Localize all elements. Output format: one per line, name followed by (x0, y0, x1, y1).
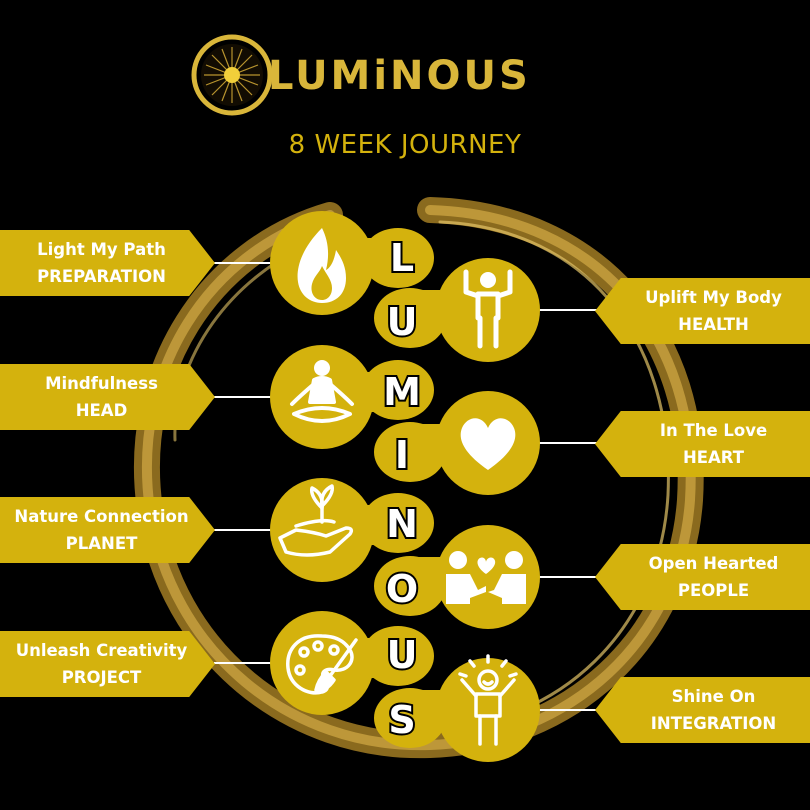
step-label-2: Uplift My Body HEALTH (595, 278, 810, 344)
word-letter: O (386, 567, 418, 611)
step-theme: INTEGRATION (650, 714, 777, 733)
strong-person-icon (463, 269, 513, 349)
blob-step-8 (374, 658, 540, 762)
step-title: Open Hearted (648, 554, 779, 573)
word-letter: N (386, 502, 418, 546)
step-theme: PEOPLE (677, 581, 750, 600)
step-label-8: Shine On INTEGRATION (595, 677, 810, 743)
step-theme: PLANET (65, 534, 138, 553)
blob-step-5 (270, 478, 434, 582)
step-title: Shine On (671, 687, 756, 706)
word-letter: I (395, 433, 409, 477)
palette-icon (286, 634, 358, 695)
step-theme: HEART (682, 448, 745, 467)
word-letter: M (383, 370, 421, 414)
step-label-3: Mindfulness HEAD (0, 364, 215, 430)
step-theme: PREPARATION (37, 267, 166, 286)
blob-step-2 (374, 258, 540, 362)
step-label-6: Open Hearted PEOPLE (595, 544, 810, 610)
word-letter: S (388, 698, 415, 742)
page-subtitle: 8 WEEK JOURNEY (288, 130, 522, 160)
step-title: Nature Connection (14, 507, 189, 526)
blob-step-7 (270, 611, 434, 715)
word-letter: U (387, 633, 418, 677)
step-title: Mindfulness (45, 374, 158, 393)
step-label-7: Unleash Creativity PROJECT (0, 631, 215, 697)
step-title: Light My Path (37, 240, 166, 259)
step-theme: HEAD (75, 401, 128, 420)
step-title: In The Love (659, 421, 768, 440)
celebrating-person-icon (458, 654, 518, 746)
word-letter: L (390, 236, 414, 280)
heart-icon (460, 418, 516, 470)
step-theme: PROJECT (61, 668, 142, 687)
flame-icon (297, 228, 346, 303)
step-title: Unleash Creativity (15, 641, 188, 660)
two-people-heart-icon (446, 551, 526, 604)
icons (278, 228, 526, 746)
word-letter: U (387, 300, 418, 344)
connector-lines (214, 262, 600, 711)
meditation-icon (290, 360, 354, 423)
step-label-4: In The Love HEART (595, 411, 810, 477)
plant-in-hand-icon (278, 484, 354, 557)
step-label-5: Nature Connection PLANET (0, 497, 215, 563)
step-label-1: Light My Path PREPARATION (0, 230, 215, 296)
step-theme: HEALTH (678, 315, 749, 334)
step-title: Uplift My Body (645, 288, 782, 307)
sun-icon (191, 34, 273, 116)
brand-name: LUMiNOUS (268, 53, 531, 99)
vertical-word: L U M I N O U S (381, 234, 423, 744)
